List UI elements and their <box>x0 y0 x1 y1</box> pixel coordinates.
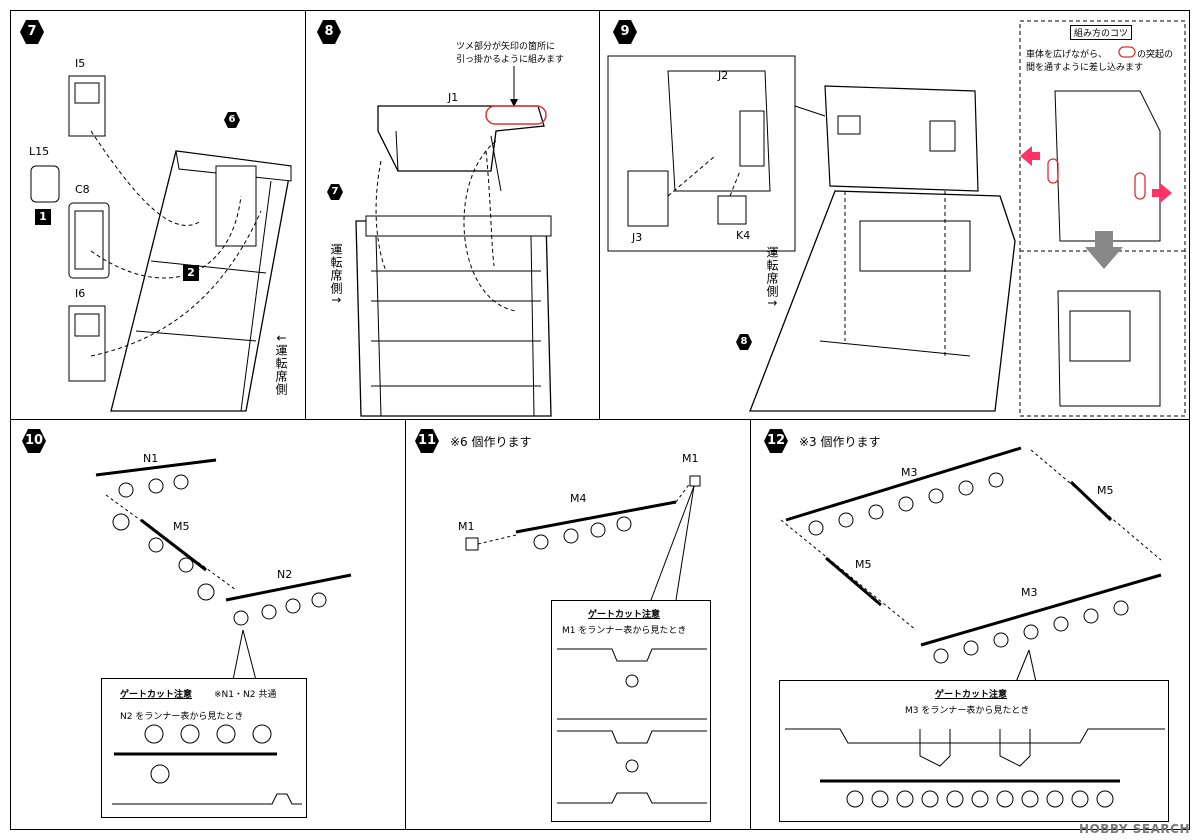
step-8-note-line1: ツメ部分が矢印の箇所に <box>456 42 556 52</box>
part-label-n1: N1 <box>143 452 159 465</box>
part-label-m5-right: M5 <box>1097 484 1114 497</box>
step-12-drawing <box>780 446 1162 683</box>
part-label-m5: M5 <box>173 520 190 533</box>
step-9-drawing <box>607 20 1186 417</box>
watermark: HOBBY SEARCH <box>1079 822 1190 836</box>
tip-line1-a: 車体を広げながら、 <box>1026 50 1108 60</box>
gate-cut-drawing <box>112 724 302 805</box>
gate-cut-view: M1 をランナー表から見たとき <box>562 626 687 636</box>
step-8-badge: 8 <box>316 19 342 45</box>
marker-1: 1 <box>35 209 51 225</box>
part-label-j3: J3 <box>632 231 643 244</box>
part-label-m5-left: M5 <box>855 558 872 571</box>
step-9-badge: 9 <box>612 19 638 45</box>
part-label-m3-top: M3 <box>901 466 918 479</box>
part-label-m1-left: M1 <box>458 520 475 533</box>
marker-7: 7 <box>326 183 344 201</box>
driver-side-label: ↓運転席側 <box>274 333 288 397</box>
marker-6: 6 <box>223 111 241 129</box>
step-11-panel: 11 ※6 個作ります M1 M4 M1 ゲートカット注意 M1 をランナー表か… <box>405 419 751 830</box>
step-12-quantity: ※3 個作ります <box>799 435 881 449</box>
part-label-i6: I6 <box>75 287 86 300</box>
step-10-panel: 10 N1 M5 N2 ゲートカット注意 ※N1・N2 共通 N2 をランナー表… <box>10 419 406 830</box>
step-10-drawing <box>95 458 352 681</box>
gate-cut-view: M3 をランナー表から見たとき <box>905 706 1030 716</box>
part-label-m3-bottom: M3 <box>1021 586 1038 599</box>
part-label-m4: M4 <box>570 492 587 505</box>
tip-title: 組み方のコツ <box>1070 25 1133 40</box>
gate-cut-box: ゲートカット注意 ※N1・N2 共通 N2 をランナー表から見たとき <box>101 678 307 818</box>
step-8-note-line2: 引っ掛かるように組みます <box>456 55 565 65</box>
tip-line1-b: の突起の <box>1137 50 1174 60</box>
part-label-k4: K4 <box>736 229 751 242</box>
step-7-panel: 7 I5 L15 C8 I6 1 2 6 ↓運転席側 <box>10 10 306 420</box>
step-7-drawing <box>30 75 292 412</box>
marker-8: 8 <box>735 333 753 351</box>
driver-side-label: 運転席側↑ <box>329 243 343 307</box>
step-12-badge: 12 <box>763 428 789 454</box>
part-label-m1-right: M1 <box>682 452 699 465</box>
tip-line2: 間を通すように差し込みます <box>1026 63 1144 73</box>
step-12-panel: 12 ※3 個作ります M3 M5 M5 M3 ゲートカット注意 M3 をランナ… <box>750 419 1190 830</box>
gate-cut-drawing <box>557 648 707 804</box>
step-9-panel: 9 J2 J3 K4 <box>599 10 1190 420</box>
gate-cut-drawing <box>785 728 1165 808</box>
step-7-badge: 7 <box>19 19 45 45</box>
gate-cut-title: ゲートカット注意 <box>120 690 193 700</box>
part-label-c8: C8 <box>75 183 90 196</box>
step-11-badge: 11 <box>414 428 440 454</box>
gate-cut-common: ※N1・N2 共通 <box>214 690 277 700</box>
marker-2: 2 <box>183 265 199 281</box>
part-label-j1: J1 <box>448 91 459 104</box>
gate-cut-box: ゲートカット注意 M3 をランナー表から見たとき <box>779 680 1169 822</box>
step-11-drawing <box>465 475 701 601</box>
part-label-n2: N2 <box>277 568 293 581</box>
gate-cut-view: N2 をランナー表から見たとき <box>120 712 244 722</box>
driver-side-label: 運転席側↑ <box>765 246 779 310</box>
step-8-panel: 8 ツメ部分が矢印の箇所に 引っ掛かるように組みます J1 7 運転席側↑ <box>305 10 600 420</box>
step-8-drawing <box>355 66 552 417</box>
step-11-quantity: ※6 個作ります <box>450 435 532 449</box>
part-label-i5: I5 <box>75 57 86 70</box>
gate-cut-title: ゲートカット注意 <box>588 610 661 620</box>
gate-cut-title: ゲートカット注意 <box>935 690 1008 700</box>
gate-cut-box: ゲートカット注意 M1 をランナー表から見たとき <box>551 600 711 822</box>
part-label-l15: L15 <box>29 145 50 158</box>
part-label-j2: J2 <box>718 69 729 82</box>
step-10-badge: 10 <box>21 428 47 454</box>
